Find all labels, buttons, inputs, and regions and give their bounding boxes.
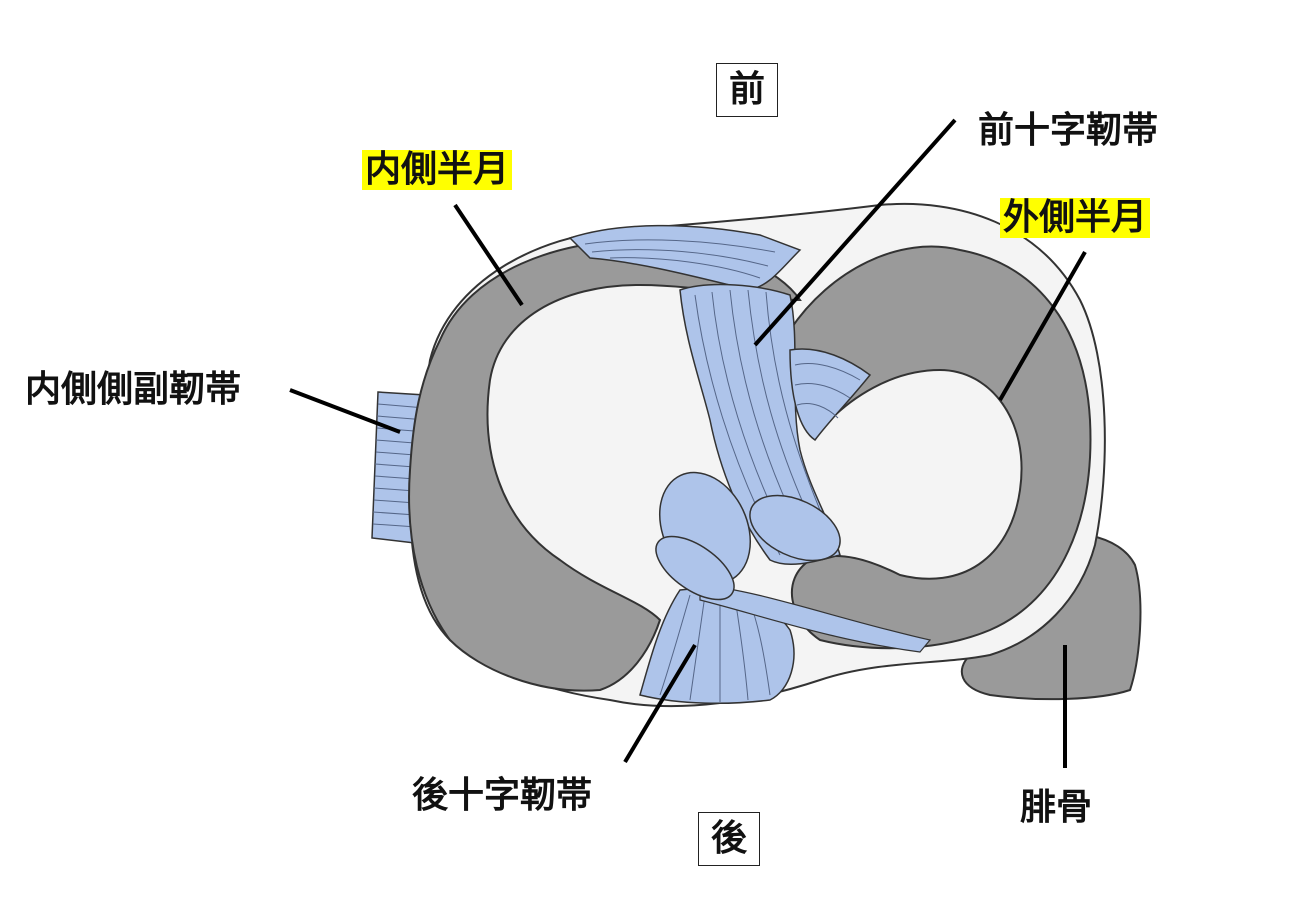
label-anterior: 前 — [716, 63, 779, 117]
acl-shape — [679, 283, 841, 566]
label-mcl: 内側側副靭帯 — [25, 369, 242, 410]
leader-mcl — [289, 388, 401, 434]
leader-pcl — [623, 643, 697, 764]
label-pcl: 後十字靭帯 — [412, 775, 593, 816]
anterior-ligament-band — [568, 224, 802, 291]
label-fibula: 腓骨 — [1020, 787, 1093, 828]
label-medial-meniscus: 内側半月 — [362, 150, 513, 190]
label-posterior: 後 — [698, 812, 761, 866]
label-acl: 前十字靭帯 — [978, 110, 1159, 151]
pcl-attachment-oval-2 — [655, 535, 735, 601]
lateral-meniscus-shape — [786, 245, 1092, 650]
lateral-ligament-band — [789, 348, 872, 442]
acl-attachment-oval — [749, 494, 841, 562]
leader-lateral-meniscus — [998, 251, 1087, 401]
label-lateral-meniscus: 外側半月 — [1000, 198, 1151, 238]
leader-acl — [753, 118, 957, 347]
leader-medial-meniscus — [453, 203, 524, 307]
posterior-fibers — [699, 584, 932, 653]
